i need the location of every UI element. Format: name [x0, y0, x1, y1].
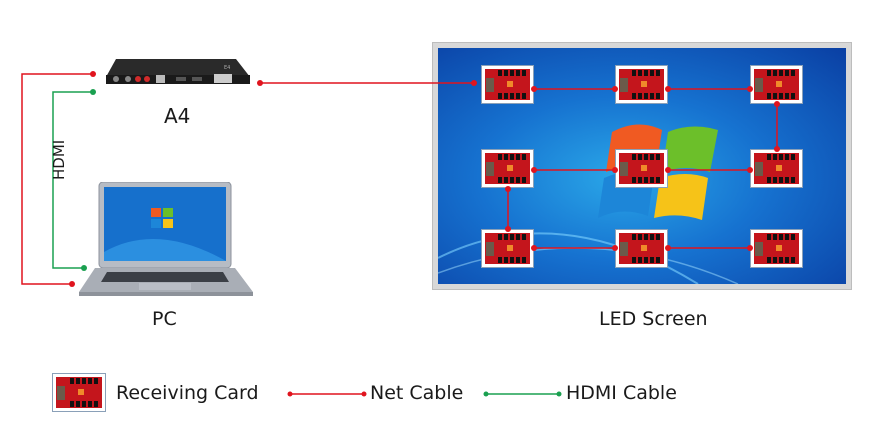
net-cable-endpoint [747, 86, 753, 92]
receiving-card-r1c3 [750, 65, 803, 104]
legend-receiving-card-label: Receiving Card [116, 382, 259, 404]
net-cable-a4-to-pc [21, 73, 93, 285]
net-cable-endpoint [471, 80, 477, 86]
a4-controller-device: E4 [104, 57, 252, 85]
legend-receiving-card-icon [52, 373, 106, 412]
hdmi-cable-endpoint [90, 89, 96, 95]
net-cable-endpoint [505, 186, 511, 192]
net-cable-endpoint [90, 71, 96, 77]
net-cable-endpoint [612, 167, 618, 173]
a4-label: A4 [164, 104, 191, 128]
legend-net-cable-label: Net Cable [370, 382, 464, 404]
net-cable-endpoint [257, 80, 263, 86]
receiving-card-r2c2 [615, 149, 668, 188]
receiving-card-r1c1 [481, 65, 534, 104]
receiving-card-r3c1 [481, 229, 534, 268]
net-cable-endpoint [69, 281, 75, 287]
net-cable-endpoint [531, 245, 537, 251]
net-cable-endpoint [612, 245, 618, 251]
legend-hdmi-cable-label: HDMI Cable [566, 382, 677, 404]
receiving-card-r1c2 [615, 65, 668, 104]
net-cable-endpoint [665, 167, 671, 173]
led-screen-label: LED Screen [599, 308, 708, 330]
net-cable-endpoint [531, 167, 537, 173]
net-cable-endpoint [747, 167, 753, 173]
svg-text:E4: E4 [224, 65, 230, 71]
net-cable-endpoint [774, 146, 780, 152]
hdmi-cable-endpoint [81, 265, 87, 271]
net-cable-endpoint [747, 245, 753, 251]
net-cable-endpoint [665, 86, 671, 92]
receiving-card-r2c1 [481, 149, 534, 188]
receiving-card-r2c3 [750, 149, 803, 188]
net-cable-endpoint [505, 226, 511, 232]
pc-label: PC [152, 308, 177, 330]
pc-laptop-device [77, 182, 255, 297]
receiving-card-r3c2 [615, 229, 668, 268]
net-cable-endpoint [531, 86, 537, 92]
net-cable-endpoint [612, 86, 618, 92]
net-cable-endpoint [774, 101, 780, 107]
receiving-card-r3c3 [750, 229, 803, 268]
hdmi-cable-a4-to-pc [52, 91, 93, 269]
hdmi-cable-label: HDMI [50, 139, 68, 180]
net-cable-endpoint [665, 245, 671, 251]
